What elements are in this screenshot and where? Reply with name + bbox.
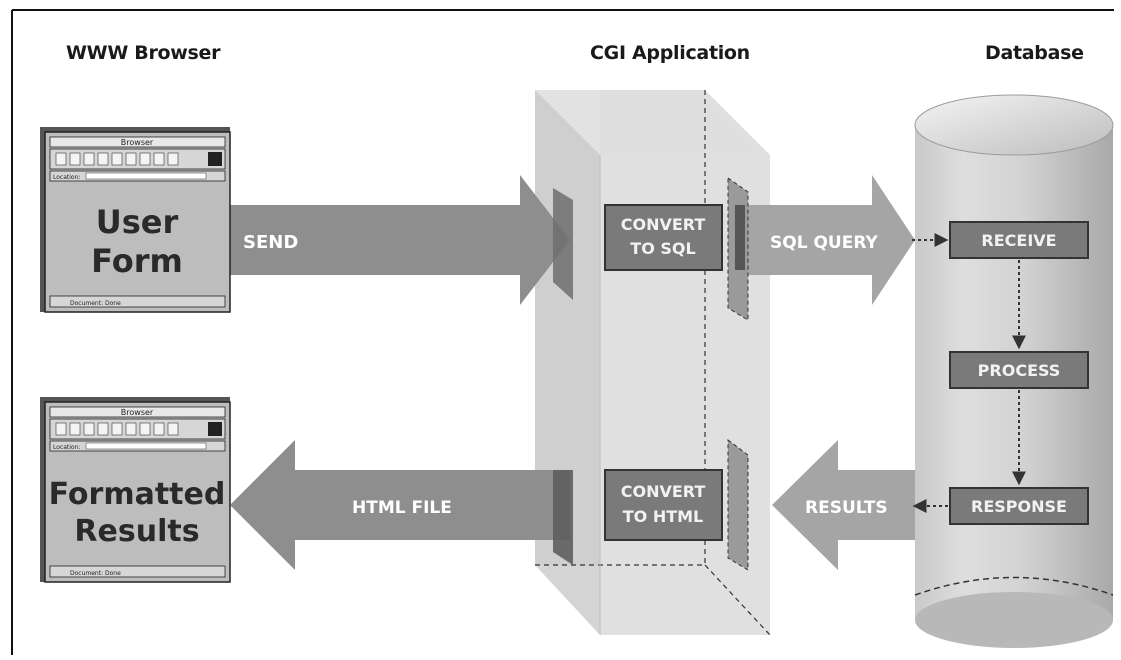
cgi-input-panel-left [553, 188, 573, 300]
convert-sql-line2: TO SQL [630, 239, 695, 258]
receive-box [949, 221, 1089, 259]
send-label: SEND [243, 232, 298, 253]
cgi-output-panel-left [553, 470, 573, 565]
browser1-titlebar: Browser [121, 138, 154, 147]
html-file-arrow [230, 440, 570, 570]
process-box [949, 351, 1089, 389]
send-arrow [215, 175, 570, 305]
browser2-status: Document: Done [70, 570, 121, 577]
sql-query-arrow [745, 175, 915, 305]
browser1-location-label: Location: [53, 174, 80, 181]
user-form-line1: User [96, 203, 179, 241]
results-arrow [772, 440, 915, 570]
browser1-status: Document: Done [70, 300, 121, 307]
results-label: RESULTS [805, 498, 888, 518]
browser-window-formatted-results: Browser Location: Document: Done [40, 397, 231, 583]
convert-html-line1: CONVERT [621, 482, 706, 501]
browser-column-title: WWW Browser [66, 42, 221, 64]
user-form-line2: Form [91, 242, 183, 280]
receive-label: RECEIVE [981, 231, 1056, 250]
browser2-location-label: Location: [53, 444, 80, 451]
database-column-title: Database [985, 42, 1084, 64]
convert-sql-line1: CONVERT [621, 215, 706, 234]
convert-to-sql-box [604, 204, 723, 271]
cgi-input-slot [735, 205, 745, 270]
convert-to-html-box [604, 469, 723, 541]
sql-query-label: SQL QUERY [770, 233, 878, 253]
convert-html-line2: TO HTML [623, 507, 704, 526]
process-label: PROCESS [978, 361, 1061, 380]
formatted-results-line2: Results [74, 514, 199, 549]
html-file-label: HTML FILE [352, 498, 452, 518]
browser-window-user-form: Browser Location: Document: Done [40, 127, 231, 313]
response-label: RESPONSE [971, 497, 1067, 516]
browser2-titlebar: Browser [121, 408, 154, 417]
response-box [949, 487, 1089, 525]
formatted-results-line1: Formatted [49, 477, 226, 512]
cgi-output-panel-right [727, 439, 749, 571]
cgi-column-title: CGI Application [590, 42, 750, 64]
